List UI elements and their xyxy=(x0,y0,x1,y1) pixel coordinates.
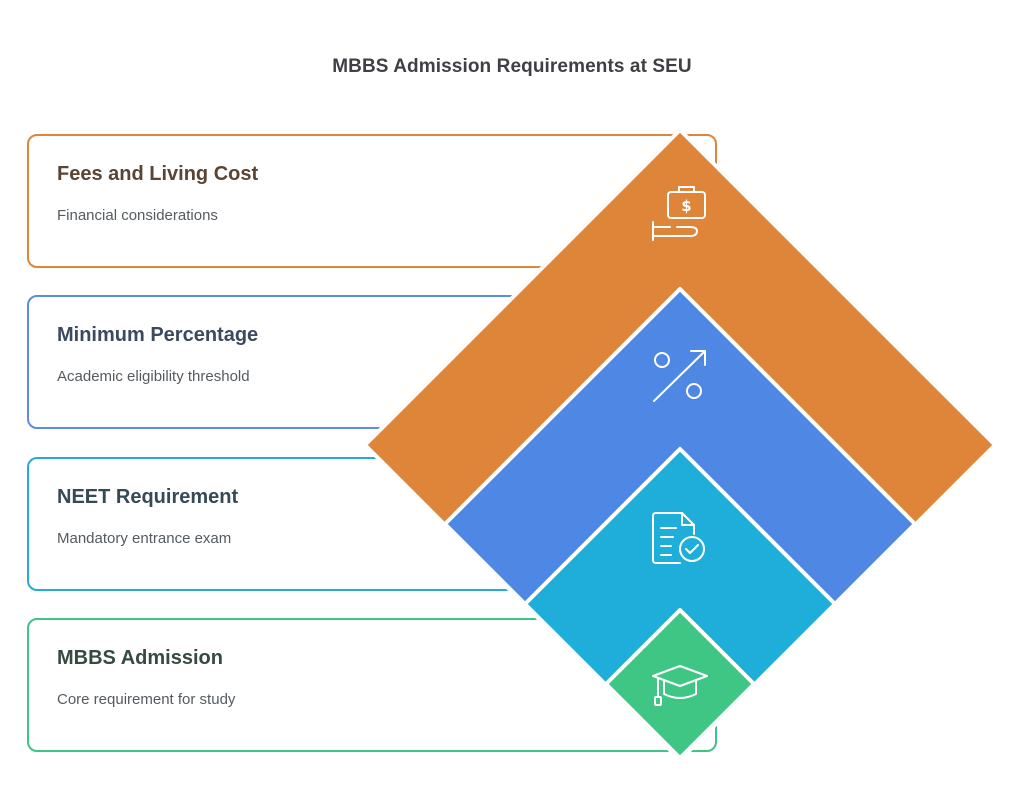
document-check-icon xyxy=(652,512,705,564)
layer-subtitle: Academic eligibility threshold xyxy=(57,368,250,385)
layer-subtitle: Mandatory entrance exam xyxy=(57,530,232,547)
layer-subtitle: Financial considerations xyxy=(57,207,218,224)
percent-arrow-icon xyxy=(653,350,706,402)
layer-title: NEET Requirement xyxy=(57,486,239,508)
layer-title: Minimum Percentage xyxy=(57,324,259,346)
diamond-admission xyxy=(604,608,756,760)
diagram-title: MBBS Admission Requirements at SEU xyxy=(332,56,692,77)
layer-title: MBBS Admission xyxy=(57,647,223,669)
graduation-cap-icon xyxy=(652,665,708,706)
layer-subtitle: Core requirement for study xyxy=(57,691,236,708)
money-hand-icon: $ xyxy=(652,186,706,241)
layer-title: Fees and Living Cost xyxy=(57,163,259,185)
svg-text:$: $ xyxy=(681,197,691,215)
